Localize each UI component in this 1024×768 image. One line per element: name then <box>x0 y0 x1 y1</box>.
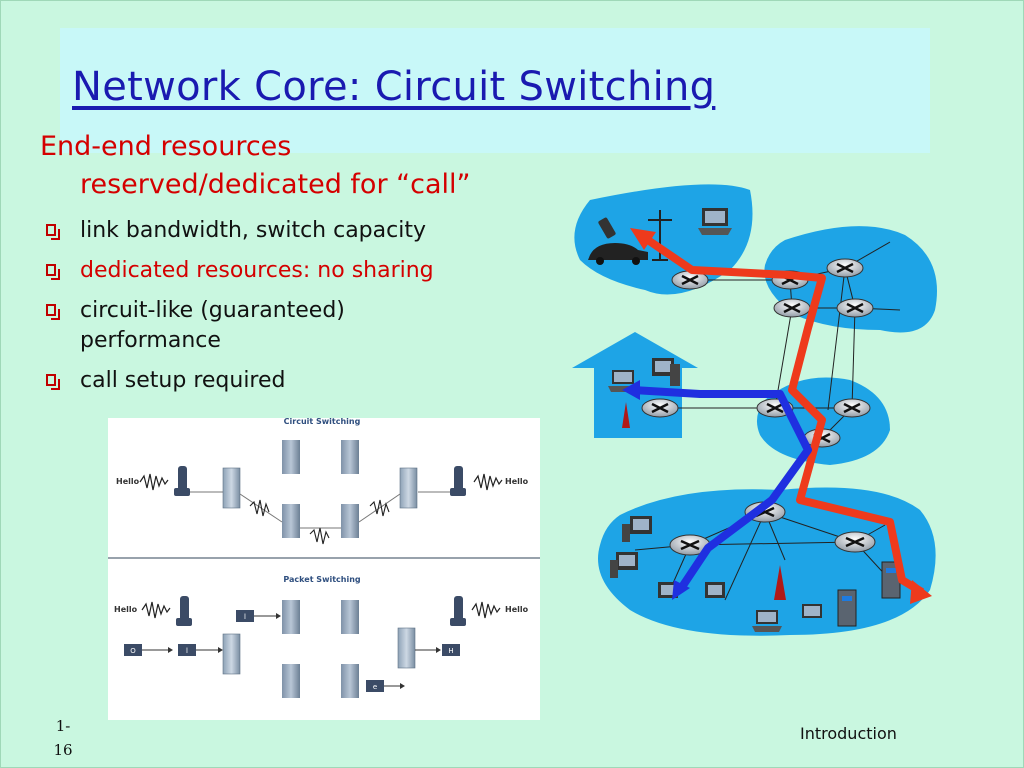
router-icon <box>826 258 864 278</box>
circuit-wave <box>369 499 390 517</box>
server-icon <box>282 600 300 634</box>
server-icon <box>282 664 300 698</box>
packet-label: e <box>373 683 377 691</box>
server-icon <box>837 589 857 627</box>
desktop-computer-icon <box>610 552 638 578</box>
wireless-access-point-icon <box>774 565 786 600</box>
packet-e: e <box>366 680 384 692</box>
packet-label: l <box>244 613 246 621</box>
packet-label: l <box>186 647 188 655</box>
main-point-line-1: End-end resources <box>40 131 292 162</box>
packet-l: l <box>236 610 254 622</box>
page-number-line-1: 1- <box>55 717 71 735</box>
voice-wave <box>471 601 501 619</box>
laptop-icon <box>698 208 732 235</box>
switch-icon <box>222 467 241 509</box>
circuit-wave <box>309 527 330 545</box>
server-icon <box>282 504 300 538</box>
packet-l: l <box>178 644 196 656</box>
packet-o: O <box>124 644 142 656</box>
server-icon <box>341 600 359 634</box>
title-background <box>60 28 930 153</box>
wireless-network-cloud <box>574 184 753 295</box>
packet-label: O <box>130 647 136 655</box>
desktop-computer-icon <box>705 582 725 598</box>
bullet-text: call setup required <box>80 368 286 393</box>
main-point: End-end resources reserved/dedicated for… <box>40 128 580 204</box>
circuit-wave <box>249 499 270 517</box>
red-arrowhead <box>630 228 656 250</box>
telephone-icon <box>450 596 466 626</box>
bullet-item: link bandwidth, switch capacity <box>44 216 524 246</box>
hello-label: Hello <box>505 477 529 486</box>
bullet-text: link bandwidth, switch capacity <box>80 218 426 243</box>
desktop-computer-icon <box>652 358 680 386</box>
bullet-text: dedicated resources: no sharing <box>80 258 434 283</box>
switching-diagram: Circuit Switching Hello Hello Packet Swi… <box>108 417 540 720</box>
switch-icon <box>222 633 241 675</box>
bullet-text: circuit-like (guaranteed) performance <box>80 298 345 353</box>
telephone-icon <box>174 466 190 496</box>
switch-icon <box>399 467 418 509</box>
red-circuit-path <box>639 232 925 596</box>
router-icon <box>671 270 709 290</box>
footer-label: Introduction <box>800 724 897 743</box>
blue-arrowhead <box>672 580 690 600</box>
red-arrowhead <box>910 580 932 604</box>
server-icon <box>341 504 359 538</box>
hello-label: Hello <box>505 605 529 614</box>
blue-arrowhead <box>622 380 640 400</box>
server-icon <box>282 440 300 474</box>
laptop-icon <box>752 610 782 632</box>
router-icon <box>773 298 811 318</box>
bullet-list: link bandwidth, switch capacity dedicate… <box>44 216 524 406</box>
voice-wave <box>141 601 171 619</box>
page-number-line-2: 16 <box>53 741 73 759</box>
server-icon <box>341 440 359 474</box>
hello-label: Hello <box>116 477 140 486</box>
bullet-item: dedicated resources: no sharing <box>44 256 524 286</box>
bullet-item: circuit-like (guaranteed) performance <box>44 296 524 356</box>
square-bullet-icon <box>46 374 60 390</box>
packet-h: H <box>442 644 460 656</box>
packet-label: H <box>448 647 453 655</box>
router-icon <box>833 398 871 418</box>
voice-wave <box>139 473 169 491</box>
router-icon <box>836 298 874 318</box>
page-number: 1- 16 <box>48 714 78 762</box>
bullet-item: call setup required <box>44 366 524 396</box>
server-icon <box>341 664 359 698</box>
circuit-switching-title: Circuit Switching <box>284 418 361 426</box>
telephone-icon <box>176 596 192 626</box>
car-icon <box>588 243 648 265</box>
network-core-figure <box>572 184 937 636</box>
slide-title: Network Core: Circuit Switching <box>72 64 716 110</box>
router-icon <box>641 398 679 418</box>
voice-wave <box>473 473 503 491</box>
router-icon <box>834 531 876 553</box>
blue-circuit-path <box>631 386 812 593</box>
telephone-icon <box>450 466 466 496</box>
square-bullet-icon <box>46 304 60 320</box>
laptop-icon <box>802 604 822 618</box>
switching-diagram-svg: Circuit Switching Hello Hello Packet Swi… <box>108 417 540 698</box>
switch-icon <box>397 627 416 669</box>
router-icon <box>669 534 711 556</box>
square-bullet-icon <box>46 264 60 280</box>
square-bullet-icon <box>46 224 60 240</box>
packet-switching-title: Packet Switching <box>283 575 361 584</box>
desktop-computer-icon <box>622 516 652 542</box>
cellphone-icon <box>598 217 616 239</box>
wireless-access-point-icon <box>622 402 630 428</box>
main-point-line-2: reserved/dedicated for “call” <box>80 169 471 200</box>
hello-label: Hello <box>114 605 138 614</box>
